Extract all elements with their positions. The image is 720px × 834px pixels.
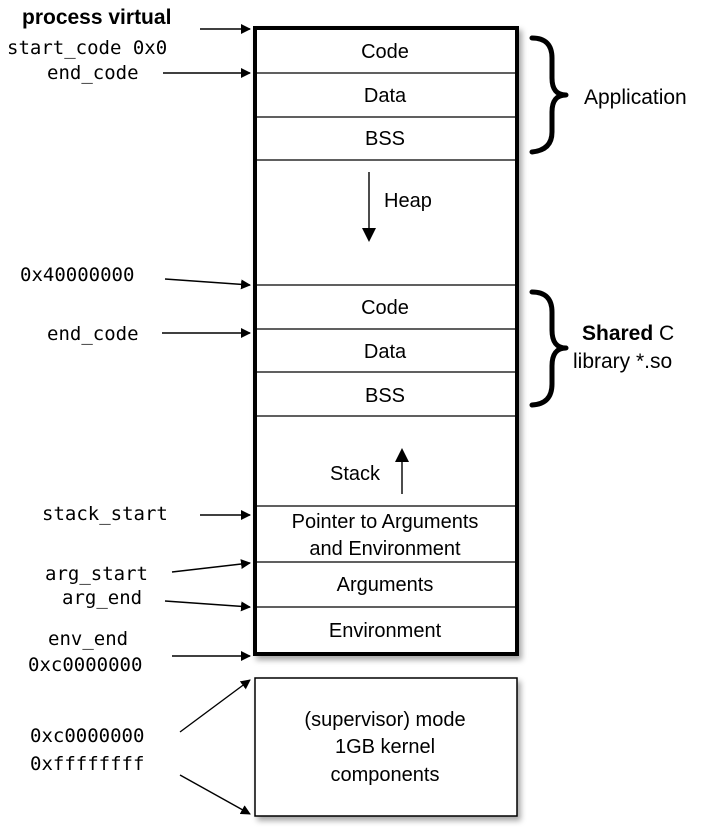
end-code-lib-label: end_code [47, 323, 139, 345]
end-code-app-label: end_code [47, 62, 139, 84]
lib-base-arrow [164, 278, 251, 290]
shared-bold-word: Shared [582, 322, 653, 345]
heap-label: Heap [384, 190, 432, 212]
user-space-box [253, 26, 519, 656]
lib-data-label: Data [364, 341, 407, 363]
application-label: Application [584, 86, 687, 109]
env-end-label: env_end [48, 628, 128, 650]
arg-end-label: arg_end [62, 587, 142, 609]
title-label: process virtual [22, 6, 171, 29]
app-bss-label: BSS [365, 128, 405, 150]
kernel-box [254, 677, 518, 817]
arg-start-label: arg_start [45, 563, 148, 585]
kernel-end-label: 0xffffffff [30, 753, 144, 775]
stack-label: Stack [330, 463, 381, 485]
shared-library-label-line1: Shared C [582, 322, 674, 345]
stack-start-label: stack_start [42, 503, 168, 525]
arg-end-arrow [164, 600, 251, 612]
kernel-start-label: 0xc0000000 [30, 725, 144, 747]
application-brace [529, 35, 569, 155]
start-code-label: start_code 0x0 [7, 37, 167, 59]
kernel-end-arrow [179, 774, 251, 815]
pointer-label-line1: Pointer to Arguments [292, 511, 479, 533]
lib-bss-label: BSS [365, 385, 405, 407]
shared-rest-word: C [653, 322, 674, 345]
pointer-label-line2: and Environment [309, 538, 461, 560]
app-code-label: Code [361, 41, 409, 63]
lib-code-label: Code [361, 297, 409, 319]
shared-library-brace [529, 289, 569, 408]
lib-base-label: 0x40000000 [20, 264, 134, 286]
environment-label: Environment [329, 620, 442, 642]
arg-start-arrow [171, 559, 251, 573]
arguments-label: Arguments [337, 574, 434, 596]
kernel-label-line3: components [331, 764, 440, 786]
user-top-label: 0xc0000000 [28, 654, 142, 676]
kernel-start-arrow [179, 679, 251, 733]
kernel-label-line2: 1GB kernel [335, 736, 435, 758]
shared-library-label-line2: library *.so [573, 350, 672, 373]
app-data-label: Data [364, 85, 407, 107]
kernel-label-line1: (supervisor) mode [304, 709, 465, 731]
